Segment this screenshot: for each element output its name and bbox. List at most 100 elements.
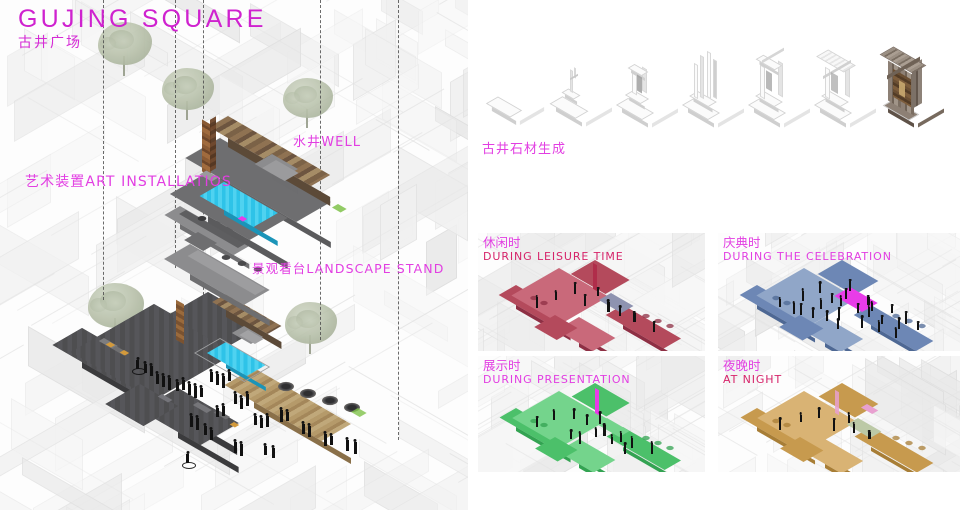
guide-line-2 bbox=[175, 0, 176, 268]
person-silhouette bbox=[583, 293, 587, 307]
person-silhouette bbox=[633, 310, 636, 322]
person-silhouette bbox=[161, 373, 165, 387]
person-silhouette bbox=[799, 412, 802, 422]
stone-generation-sequence bbox=[478, 46, 960, 127]
page-title-cn: 古井广场 bbox=[18, 35, 82, 51]
person-silhouette bbox=[221, 373, 225, 388]
guide-line-1 bbox=[103, 0, 104, 300]
person-silhouette bbox=[818, 281, 822, 294]
scenario-panel-night: 夜晚时 AT NIGHT bbox=[718, 356, 960, 472]
person-silhouette bbox=[259, 415, 263, 428]
person-silhouette bbox=[265, 413, 269, 427]
person-silhouette bbox=[619, 430, 622, 442]
cyclist-silhouette bbox=[136, 357, 139, 369]
scenario-caption-cn: 庆典时 bbox=[723, 235, 761, 250]
scenario-caption: 休闲时 DURING LEISURE TIME bbox=[483, 235, 624, 264]
person-silhouette bbox=[860, 315, 864, 329]
person-silhouette bbox=[868, 429, 871, 439]
guide-line-5 bbox=[398, 0, 399, 440]
person-silhouette bbox=[227, 369, 231, 381]
person-silhouette bbox=[905, 310, 908, 324]
person-silhouette bbox=[870, 301, 873, 311]
scenario-caption: 庆典时 DURING THE CELEBRATION bbox=[723, 235, 892, 264]
person-silhouette bbox=[554, 290, 557, 300]
page-title-en: GUJING SQUARE bbox=[18, 5, 267, 33]
person-silhouette bbox=[856, 302, 860, 314]
person-silhouette bbox=[839, 295, 843, 306]
person-silhouette bbox=[233, 439, 237, 453]
right-column: 古井石材生成 休闲时 DURING LEISURE TIME bbox=[478, 0, 960, 510]
person-silhouette bbox=[239, 441, 243, 456]
person-silhouette bbox=[830, 292, 834, 303]
person-silhouette bbox=[778, 296, 782, 307]
callout-art-installations: 艺术装置ART INSTALLATIOS bbox=[25, 174, 232, 190]
person-silhouette bbox=[778, 417, 782, 431]
stone-step-7 bbox=[879, 46, 948, 127]
person-silhouette bbox=[848, 278, 852, 291]
scenario-plan-massing bbox=[499, 375, 690, 472]
person-silhouette bbox=[916, 320, 920, 331]
stone-step-5 bbox=[747, 46, 814, 127]
person-silhouette bbox=[585, 413, 589, 426]
people-silhouettes bbox=[58, 276, 418, 488]
scenario-panel-presentation: 展示时 DURING PRESENTATION bbox=[478, 356, 705, 472]
person-silhouette bbox=[167, 375, 171, 390]
person-silhouette bbox=[844, 287, 848, 300]
scenario-caption-en: AT NIGHT bbox=[723, 373, 783, 386]
person-silhouette bbox=[307, 423, 311, 437]
person-silhouette bbox=[650, 440, 653, 454]
scenario-caption-cn: 夜晚时 bbox=[723, 358, 761, 373]
person-silhouette bbox=[610, 434, 614, 445]
stone-step-6 bbox=[813, 46, 880, 127]
person-silhouette bbox=[149, 363, 153, 376]
scenario-panel-leisure: 休闲时 DURING LEISURE TIME bbox=[478, 233, 705, 351]
person-silhouette bbox=[189, 413, 193, 427]
person-silhouette bbox=[652, 320, 656, 332]
person-silhouette bbox=[837, 306, 841, 320]
person-silhouette bbox=[181, 377, 185, 390]
person-silhouette bbox=[535, 294, 539, 308]
person-silhouette bbox=[867, 304, 870, 318]
person-silhouette bbox=[881, 314, 884, 325]
callout-landscape-stand: 景观看台LANDSCAPE STAND bbox=[252, 261, 445, 276]
person-silhouette bbox=[573, 281, 577, 295]
person-silhouette bbox=[203, 423, 207, 435]
person-silhouette bbox=[569, 429, 573, 440]
person-silhouette bbox=[852, 421, 856, 433]
person-silhouette bbox=[535, 415, 539, 428]
person-silhouette bbox=[607, 299, 610, 312]
person-silhouette bbox=[623, 442, 627, 455]
cyclist-silhouette bbox=[186, 451, 189, 463]
person-silhouette bbox=[847, 412, 850, 424]
scenario-caption-cn: 展示时 bbox=[483, 358, 521, 373]
person-silhouette bbox=[323, 431, 327, 446]
person-silhouette bbox=[578, 431, 581, 445]
person-silhouette bbox=[799, 302, 803, 316]
scenario-caption: 展示时 DURING PRESENTATION bbox=[483, 358, 631, 387]
person-silhouette bbox=[833, 417, 836, 431]
person-silhouette bbox=[253, 413, 257, 425]
callout-well: 水井WELL bbox=[293, 135, 362, 150]
person-silhouette bbox=[215, 405, 219, 417]
person-silhouette bbox=[801, 288, 805, 301]
person-silhouette bbox=[345, 437, 349, 451]
person-silhouette bbox=[279, 407, 283, 422]
stone-step-3 bbox=[615, 46, 682, 127]
scenario-caption-en: DURING PRESENTATION bbox=[483, 373, 631, 386]
person-silhouette bbox=[819, 297, 822, 309]
person-silhouette bbox=[596, 286, 600, 297]
person-silhouette bbox=[263, 443, 267, 455]
person-silhouette bbox=[245, 391, 249, 406]
person-silhouette bbox=[552, 409, 555, 421]
person-silhouette bbox=[221, 403, 225, 416]
person-silhouette bbox=[599, 411, 602, 425]
person-silhouette bbox=[285, 409, 289, 421]
person-silhouette bbox=[215, 371, 219, 385]
person-silhouette bbox=[792, 300, 796, 314]
person-silhouette bbox=[890, 303, 894, 314]
person-silhouette bbox=[187, 381, 191, 395]
person-silhouette bbox=[193, 383, 197, 398]
person-silhouette bbox=[233, 391, 237, 404]
stone-step-4 bbox=[681, 46, 748, 127]
stone-step-2 bbox=[549, 46, 616, 126]
